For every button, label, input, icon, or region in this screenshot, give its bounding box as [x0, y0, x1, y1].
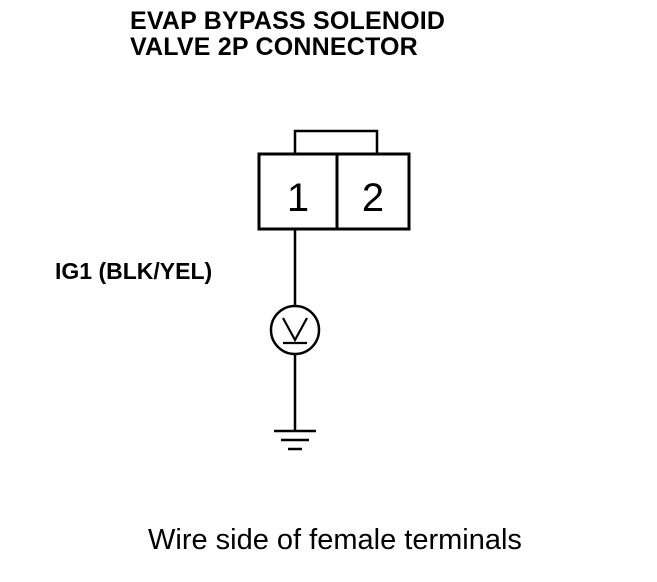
connector-pin-1: 1 [287, 176, 309, 220]
wire-label: IG1 (BLK/YEL) [55, 258, 213, 284]
connector-lock-tab [293, 129, 379, 154]
title-line-2: VALVE 2P CONNECTOR [130, 33, 418, 61]
voltmeter-icon [269, 304, 321, 356]
connector-body [257, 152, 411, 231]
connector-pin-2: 2 [362, 176, 384, 220]
diagram-caption: Wire side of female terminals [148, 524, 522, 556]
ground-icon [274, 429, 316, 451]
title-line-1: EVAP BYPASS SOLENOID [130, 7, 446, 35]
diagram-title: EVAP BYPASS SOLENOID VALVE 2P CONNECTOR [130, 8, 445, 60]
